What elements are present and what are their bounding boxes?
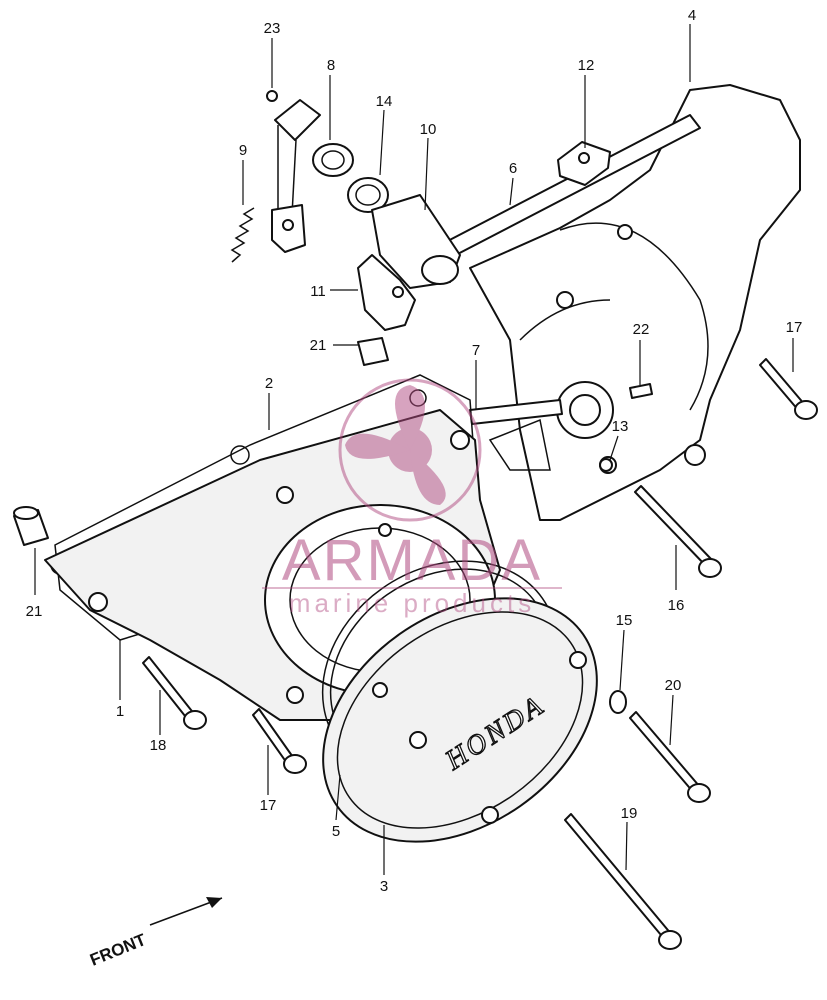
- callout-11: 11: [310, 283, 326, 300]
- arrow-icon: [206, 897, 222, 908]
- callout-19: 19: [621, 805, 638, 822]
- clip-12: [557, 141, 611, 186]
- o-ring-15: [609, 690, 627, 714]
- callout-16: 16: [668, 597, 685, 614]
- watermark-tagline: marine products: [289, 588, 535, 618]
- front-direction-indicator: FRONT: [87, 897, 223, 970]
- nut-23: [266, 90, 278, 102]
- dowel-21-upper: [357, 337, 389, 366]
- callout-23: 23: [264, 20, 281, 37]
- bolt-20: [629, 711, 711, 803]
- propeller-logo-icon: [338, 378, 482, 522]
- bolt-17-left: [252, 708, 307, 774]
- callout-5: 5: [332, 823, 340, 840]
- callout-14: 14: [376, 93, 393, 110]
- callout-2: 2: [265, 375, 273, 392]
- callout-4: 4: [688, 7, 696, 24]
- callout-10: 10: [420, 121, 437, 138]
- callout-3: 3: [380, 878, 388, 895]
- front-label: FRONT: [87, 930, 149, 970]
- bolt-19: [564, 813, 682, 950]
- callout-21-left: 21: [26, 603, 43, 620]
- callout-8: 8: [327, 57, 335, 74]
- spring-9: [230, 207, 255, 263]
- washer-13: [599, 458, 613, 472]
- callout-9: 9: [239, 142, 247, 159]
- callout-7: 7: [472, 342, 480, 359]
- dynamo-cover: HONDA: [322, 597, 598, 843]
- screw-22: [629, 383, 653, 399]
- ring-14: [347, 177, 389, 213]
- leader-lines: [34, 24, 794, 875]
- watermark-brand: ARMADA: [282, 528, 542, 593]
- watermark: ARMADA marine products: [262, 378, 562, 618]
- dowel-21-left: [13, 506, 49, 546]
- callout-18: 18: [150, 737, 167, 754]
- callout-6: 6: [509, 160, 517, 177]
- bolt-16: [634, 485, 722, 578]
- callouts: 23 8 14 10 9 11 21 12 6 4 22 13 7 2 17 1…: [26, 7, 803, 895]
- clutch-lift-10: [371, 194, 461, 289]
- bolt-17-right: [759, 358, 818, 420]
- callout-22: 22: [633, 321, 650, 338]
- lever-11: [357, 254, 416, 331]
- callout-15: 15: [616, 612, 633, 629]
- callout-12: 12: [578, 57, 595, 74]
- callout-13: 13: [612, 418, 629, 435]
- callout-17-right: 17: [786, 319, 803, 336]
- callout-21-upper: 21: [310, 337, 327, 354]
- callout-17-left: 17: [260, 797, 277, 814]
- oil-seal-8: [312, 143, 354, 177]
- callout-1: 1: [116, 703, 124, 720]
- bolt-18: [142, 656, 207, 730]
- clutch-lever: [271, 99, 321, 253]
- callout-20: 20: [665, 677, 682, 694]
